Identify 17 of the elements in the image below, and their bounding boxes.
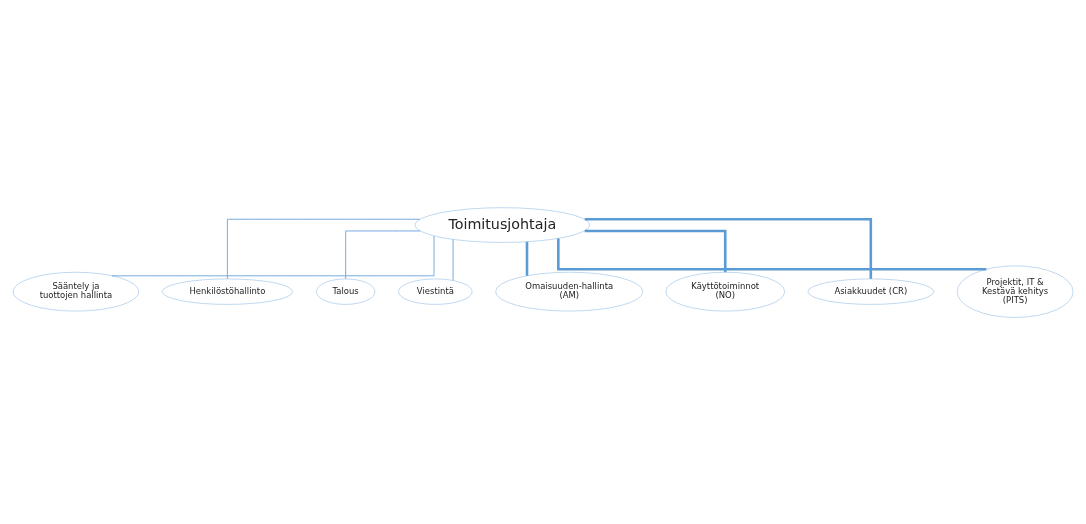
node-ellipse: Käyttötoiminnot (NO) xyxy=(665,271,785,311)
node-ellipse: Henkilöstöhallinto xyxy=(161,278,293,305)
node-ellipse: Projektit, IT & Kestävä kehitys (PITS) xyxy=(956,265,1074,318)
connector xyxy=(584,217,873,279)
connector xyxy=(452,238,454,281)
node-ellipse: Sääntely ja tuottojen hallinta xyxy=(12,271,140,311)
node-ellipse: Asiakkuudet (CR) xyxy=(807,278,935,305)
connector xyxy=(584,229,727,272)
node-ellipse: Viestintä xyxy=(398,278,473,305)
connector xyxy=(111,235,435,276)
node-ellipse: Omaisuuden-hallinta (AM) xyxy=(495,271,644,311)
connector xyxy=(345,230,421,279)
node-ellipse: Talous xyxy=(316,278,376,305)
connector xyxy=(525,241,529,276)
node-ellipse: Toimitusjohtaja xyxy=(414,206,590,243)
connector xyxy=(226,218,421,279)
connector xyxy=(557,238,987,271)
